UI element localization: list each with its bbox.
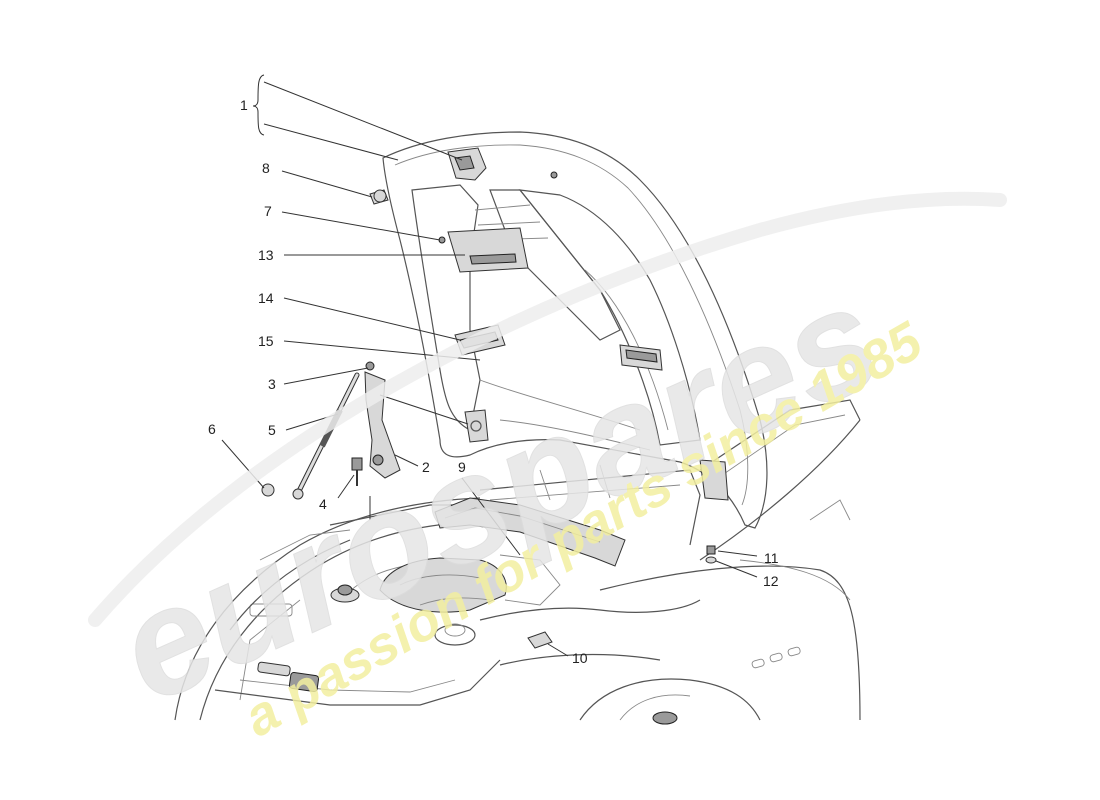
part-label-12: 12 bbox=[763, 573, 779, 589]
part-label-4: 4 bbox=[319, 496, 327, 512]
part-label-6: 6 bbox=[208, 421, 216, 437]
part-label-15: 15 bbox=[258, 333, 274, 349]
part-label-7: 7 bbox=[264, 203, 272, 219]
leader-lines bbox=[221, 74, 758, 657]
part-label-14: 14 bbox=[258, 290, 274, 306]
part-labels: 1 8 7 13 14 15 3 5 6 2 9 4 11 12 10 bbox=[208, 97, 779, 666]
car-body-drawing bbox=[174, 399, 861, 725]
part-label-1: 1 bbox=[240, 97, 248, 113]
part-label-9: 9 bbox=[458, 459, 466, 475]
watermark: eurospares a passion for parts since 198… bbox=[88, 191, 1007, 748]
part-label-8: 8 bbox=[262, 160, 270, 176]
part-label-10: 10 bbox=[572, 650, 588, 666]
part-label-11: 11 bbox=[764, 550, 779, 566]
part-label-3: 3 bbox=[268, 376, 276, 392]
part-label-13: 13 bbox=[258, 247, 274, 263]
part-label-2: 2 bbox=[422, 459, 430, 475]
part-label-5: 5 bbox=[268, 422, 276, 438]
hood-drawing bbox=[382, 131, 768, 529]
